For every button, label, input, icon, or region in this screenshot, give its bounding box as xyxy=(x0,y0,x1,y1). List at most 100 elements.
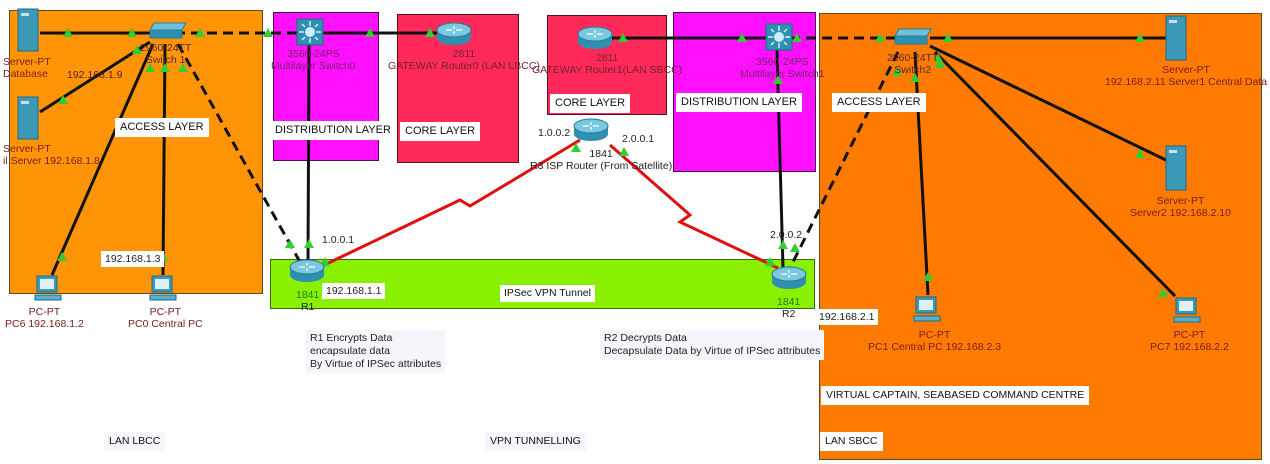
link-switch1-pc0[interactable] xyxy=(161,43,167,276)
zone-lan-sbcc[interactable] xyxy=(819,13,1262,460)
server-database[interactable] xyxy=(17,8,41,57)
r2-wan-ip-label: 2.0.0.2 xyxy=(770,229,803,241)
router-r1[interactable] xyxy=(289,259,325,288)
multilayer-switch1[interactable] xyxy=(765,23,793,56)
link-up-indicator-icon xyxy=(737,33,747,42)
lan-lbcc-label: LAN LBCC xyxy=(104,432,166,451)
multilayer-switch-icon xyxy=(765,23,793,51)
link-switch2-pc7[interactable] xyxy=(933,50,1177,298)
router-r2-label: 1841 R2 xyxy=(777,296,801,320)
link-up-indicator-icon xyxy=(1135,33,1145,42)
router-icon xyxy=(577,26,613,49)
r1-lan-ip-label: 192.168.1.1 xyxy=(322,283,386,299)
link-up-indicator-icon xyxy=(1158,288,1168,297)
link-up-indicator-icon xyxy=(892,67,902,76)
pc0-ip-label: 192.168.1.3 xyxy=(101,251,165,267)
server-mail-label: Server-PT il Server 192.168.1.8 xyxy=(3,143,100,167)
pc6[interactable] xyxy=(33,274,63,309)
link-up-indicator-icon xyxy=(160,63,170,72)
switch-icon xyxy=(149,22,187,39)
link-up-indicator-icon xyxy=(263,28,273,37)
link-up-indicator-icon xyxy=(1135,149,1145,158)
distribution-layer-label-lbcc: DISTRIBUTION LAYER xyxy=(270,121,396,140)
link-switch1-mailserver[interactable] xyxy=(39,40,151,114)
switch1-ip-label: 192.168.1.9 xyxy=(67,69,123,81)
ipsec-vpn-tunnel-label: IPSec VPN Tunnel xyxy=(500,285,595,302)
switch-icon xyxy=(894,28,932,45)
serial-link-r3-r2[interactable] xyxy=(609,143,779,270)
router-icon xyxy=(573,118,609,141)
router-icon xyxy=(436,22,472,45)
multilayer-switch1-label: 3560-24PS Multilayer Switch1 xyxy=(740,56,825,80)
link-switch2-server2[interactable] xyxy=(929,44,1171,164)
server1-central-data[interactable] xyxy=(1165,15,1189,66)
pc1-central-pc[interactable] xyxy=(912,295,942,330)
link-mlswitch1-r2[interactable] xyxy=(775,49,785,269)
link-switch1-r1[interactable] xyxy=(176,43,302,263)
server2[interactable] xyxy=(1165,145,1189,196)
core-layer-label-lbcc: CORE LAYER xyxy=(400,122,481,141)
distribution-layer-label-sbcc: DISTRIBUTION LAYER xyxy=(676,93,802,112)
access-layer-label-lbcc: ACCESS LAYER xyxy=(115,118,209,137)
zone-lan-lbcc[interactable] xyxy=(9,10,263,294)
switch2-label: 2960-24TT Switch2 xyxy=(887,52,939,76)
gateway-router0[interactable] xyxy=(436,22,472,51)
core-layer-label-sbcc: CORE LAYER xyxy=(550,94,631,113)
router-r2[interactable] xyxy=(771,266,807,295)
multilayer-switch0[interactable] xyxy=(296,18,324,51)
pc-icon xyxy=(149,275,177,301)
server-icon xyxy=(17,96,39,140)
link-up-indicator-icon xyxy=(178,63,188,72)
gateway-router0-label: 2811 GATEWAY Router0 (LAN LBCC) xyxy=(388,48,540,72)
link-up-indicator-icon xyxy=(425,28,435,37)
link-mlswitch0-r1[interactable] xyxy=(306,44,311,263)
multilayer-switch-icon xyxy=(296,18,324,46)
link-up-indicator-icon xyxy=(58,95,68,104)
link-up-indicator-icon xyxy=(127,28,137,37)
link-up-indicator-icon xyxy=(619,147,629,156)
vpn-tunnelling-label: VPN TUNNELLING xyxy=(485,432,586,451)
router-r1-label: 1841 R1 xyxy=(296,289,320,313)
link-up-indicator-icon xyxy=(365,28,375,37)
server-icon xyxy=(1165,145,1187,191)
multilayer-switch0-label: 3560-24PS Multilayer Switch0 xyxy=(271,48,356,72)
server-icon xyxy=(17,8,39,52)
link-switch2-pc1[interactable] xyxy=(913,51,930,296)
link-up-indicator-icon xyxy=(304,239,314,248)
access-layer-label-sbcc: ACCESS LAYER xyxy=(832,93,926,112)
link-up-indicator-icon xyxy=(571,143,581,152)
link-up-indicator-icon xyxy=(145,63,155,72)
link-switch2-r2[interactable] xyxy=(788,51,900,269)
switch1[interactable] xyxy=(148,20,188,45)
link-up-indicator-icon xyxy=(63,28,73,37)
pc0-label: PC-PT PC0 Central PC xyxy=(128,306,203,330)
server1-label: Server-PT 192.168.2.11 Server1 Central D… xyxy=(1105,64,1268,88)
pc7-label: PC-PT PC7 192.168.2.2 xyxy=(1150,329,1229,353)
pc7[interactable] xyxy=(1172,296,1202,331)
link-up-indicator-icon xyxy=(773,75,783,84)
link-status-indicators xyxy=(57,28,1168,297)
link-switch1-pc6[interactable] xyxy=(50,43,155,276)
link-up-indicator-icon xyxy=(792,33,802,42)
pc-icon xyxy=(1173,297,1201,323)
sbcc-site-label: VIRTUAL CAPTAIN, SEABASED COMMAND CENTRE xyxy=(821,386,1090,405)
server-mail[interactable] xyxy=(17,96,41,145)
isp-router-r3[interactable] xyxy=(573,118,609,147)
link-up-indicator-icon xyxy=(935,59,945,68)
link-up-indicator-icon xyxy=(765,257,775,266)
link-up-indicator-icon xyxy=(132,45,142,54)
r3-right-ip-label: 2.0.0.1 xyxy=(620,132,657,146)
link-up-indicator-icon xyxy=(285,239,295,248)
serial-link-r1-r3[interactable] xyxy=(317,138,581,270)
link-up-indicator-icon xyxy=(875,33,885,42)
link-up-indicator-icon xyxy=(790,243,800,252)
r2-lan-ip-label: 192.168.2.1 xyxy=(815,309,879,325)
r1-encryption-note: R1 Encrypts Data encapsulate data By Vir… xyxy=(306,330,446,373)
isp-router-r3-label: 1841 R3 ISP Router (From Satellite) xyxy=(530,148,673,172)
pc0[interactable] xyxy=(148,274,178,309)
link-up-indicator-icon xyxy=(57,252,67,261)
switch2[interactable] xyxy=(893,26,933,51)
gateway-router1[interactable] xyxy=(577,26,613,55)
